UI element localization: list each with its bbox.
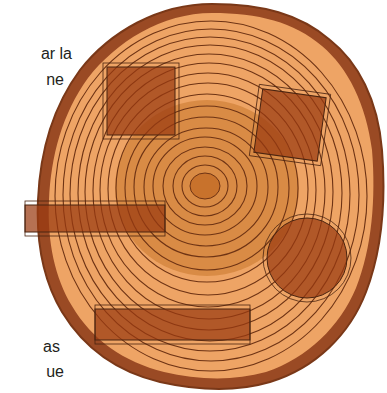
round-piece bbox=[267, 218, 347, 298]
page-text-fragment: ne bbox=[46, 70, 64, 90]
cut-pieces bbox=[25, 67, 347, 340]
bark bbox=[38, 4, 384, 389]
cut-outlines bbox=[25, 63, 351, 344]
sapwood bbox=[49, 13, 374, 378]
pith bbox=[190, 173, 220, 199]
page-text-fragment: ar la bbox=[41, 44, 72, 64]
growth-rings bbox=[55, 21, 367, 371]
plank-piece bbox=[25, 205, 165, 232]
square-piece bbox=[107, 67, 175, 135]
page-text-fragment: as bbox=[43, 337, 60, 357]
board-piece bbox=[95, 309, 250, 340]
tilted-square-piece bbox=[254, 89, 326, 161]
page-text-fragment: ue bbox=[46, 362, 64, 382]
